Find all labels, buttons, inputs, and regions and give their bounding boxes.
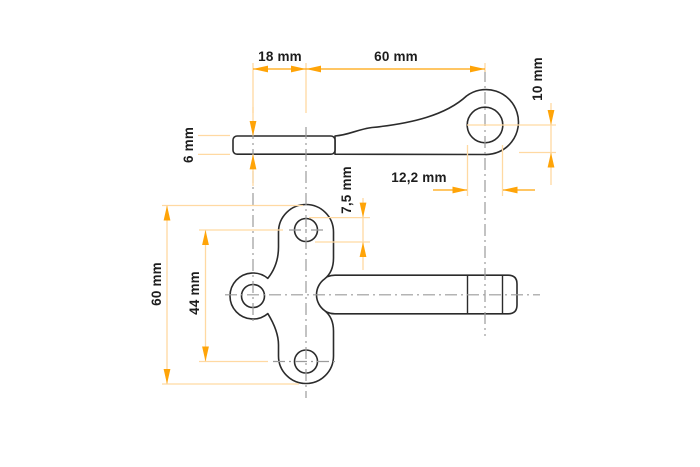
dim-label-hole-diameter-12-2mm: 12,2 mm [391,170,446,185]
arrow-60plan-top [163,205,171,221]
arrow-44-top [202,230,209,245]
arrow-122-right [502,186,518,194]
plan-view-plate [229,203,335,385]
dim-label-overall-height-60mm: 60 mm [149,262,164,306]
arrow-18-right [291,65,306,73]
side-view-flat-bar [232,135,336,156]
arrow-75-top [359,202,367,218]
dimension-labels: 18 mm 60 mm 6 mm 10 mm 12,2 mm 7,5 mm 60… [149,49,545,315]
dimension-arrows [163,65,555,384]
arrow-18-left [253,65,268,73]
arrow-6-bottom [249,154,257,170]
side-view [232,88,520,156]
dim-label-end-height-10mm: 10 mm [530,57,545,101]
dim-label-offset-18mm: 18 mm [258,49,302,64]
arrow-10-top [547,110,555,125]
plan-view [229,203,518,385]
arrow-10-bottom [547,152,555,168]
arrow-6-top [249,121,257,136]
dim-label-hole-spacing-44mm: 44 mm [187,271,202,315]
arrow-60-right [470,65,485,73]
arrow-44-bottom [202,346,209,362]
dim-label-length-60mm: 60 mm [374,49,418,64]
dim-label-thickness-6mm: 6 mm [181,127,196,163]
dim-label-hole-diameter-7-5mm: 7,5 mm [339,166,354,214]
arrow-60-left [306,65,321,73]
arrow-75-bottom [359,242,367,257]
arrow-60plan-bottom [163,369,171,384]
arrow-122-left [452,186,468,194]
